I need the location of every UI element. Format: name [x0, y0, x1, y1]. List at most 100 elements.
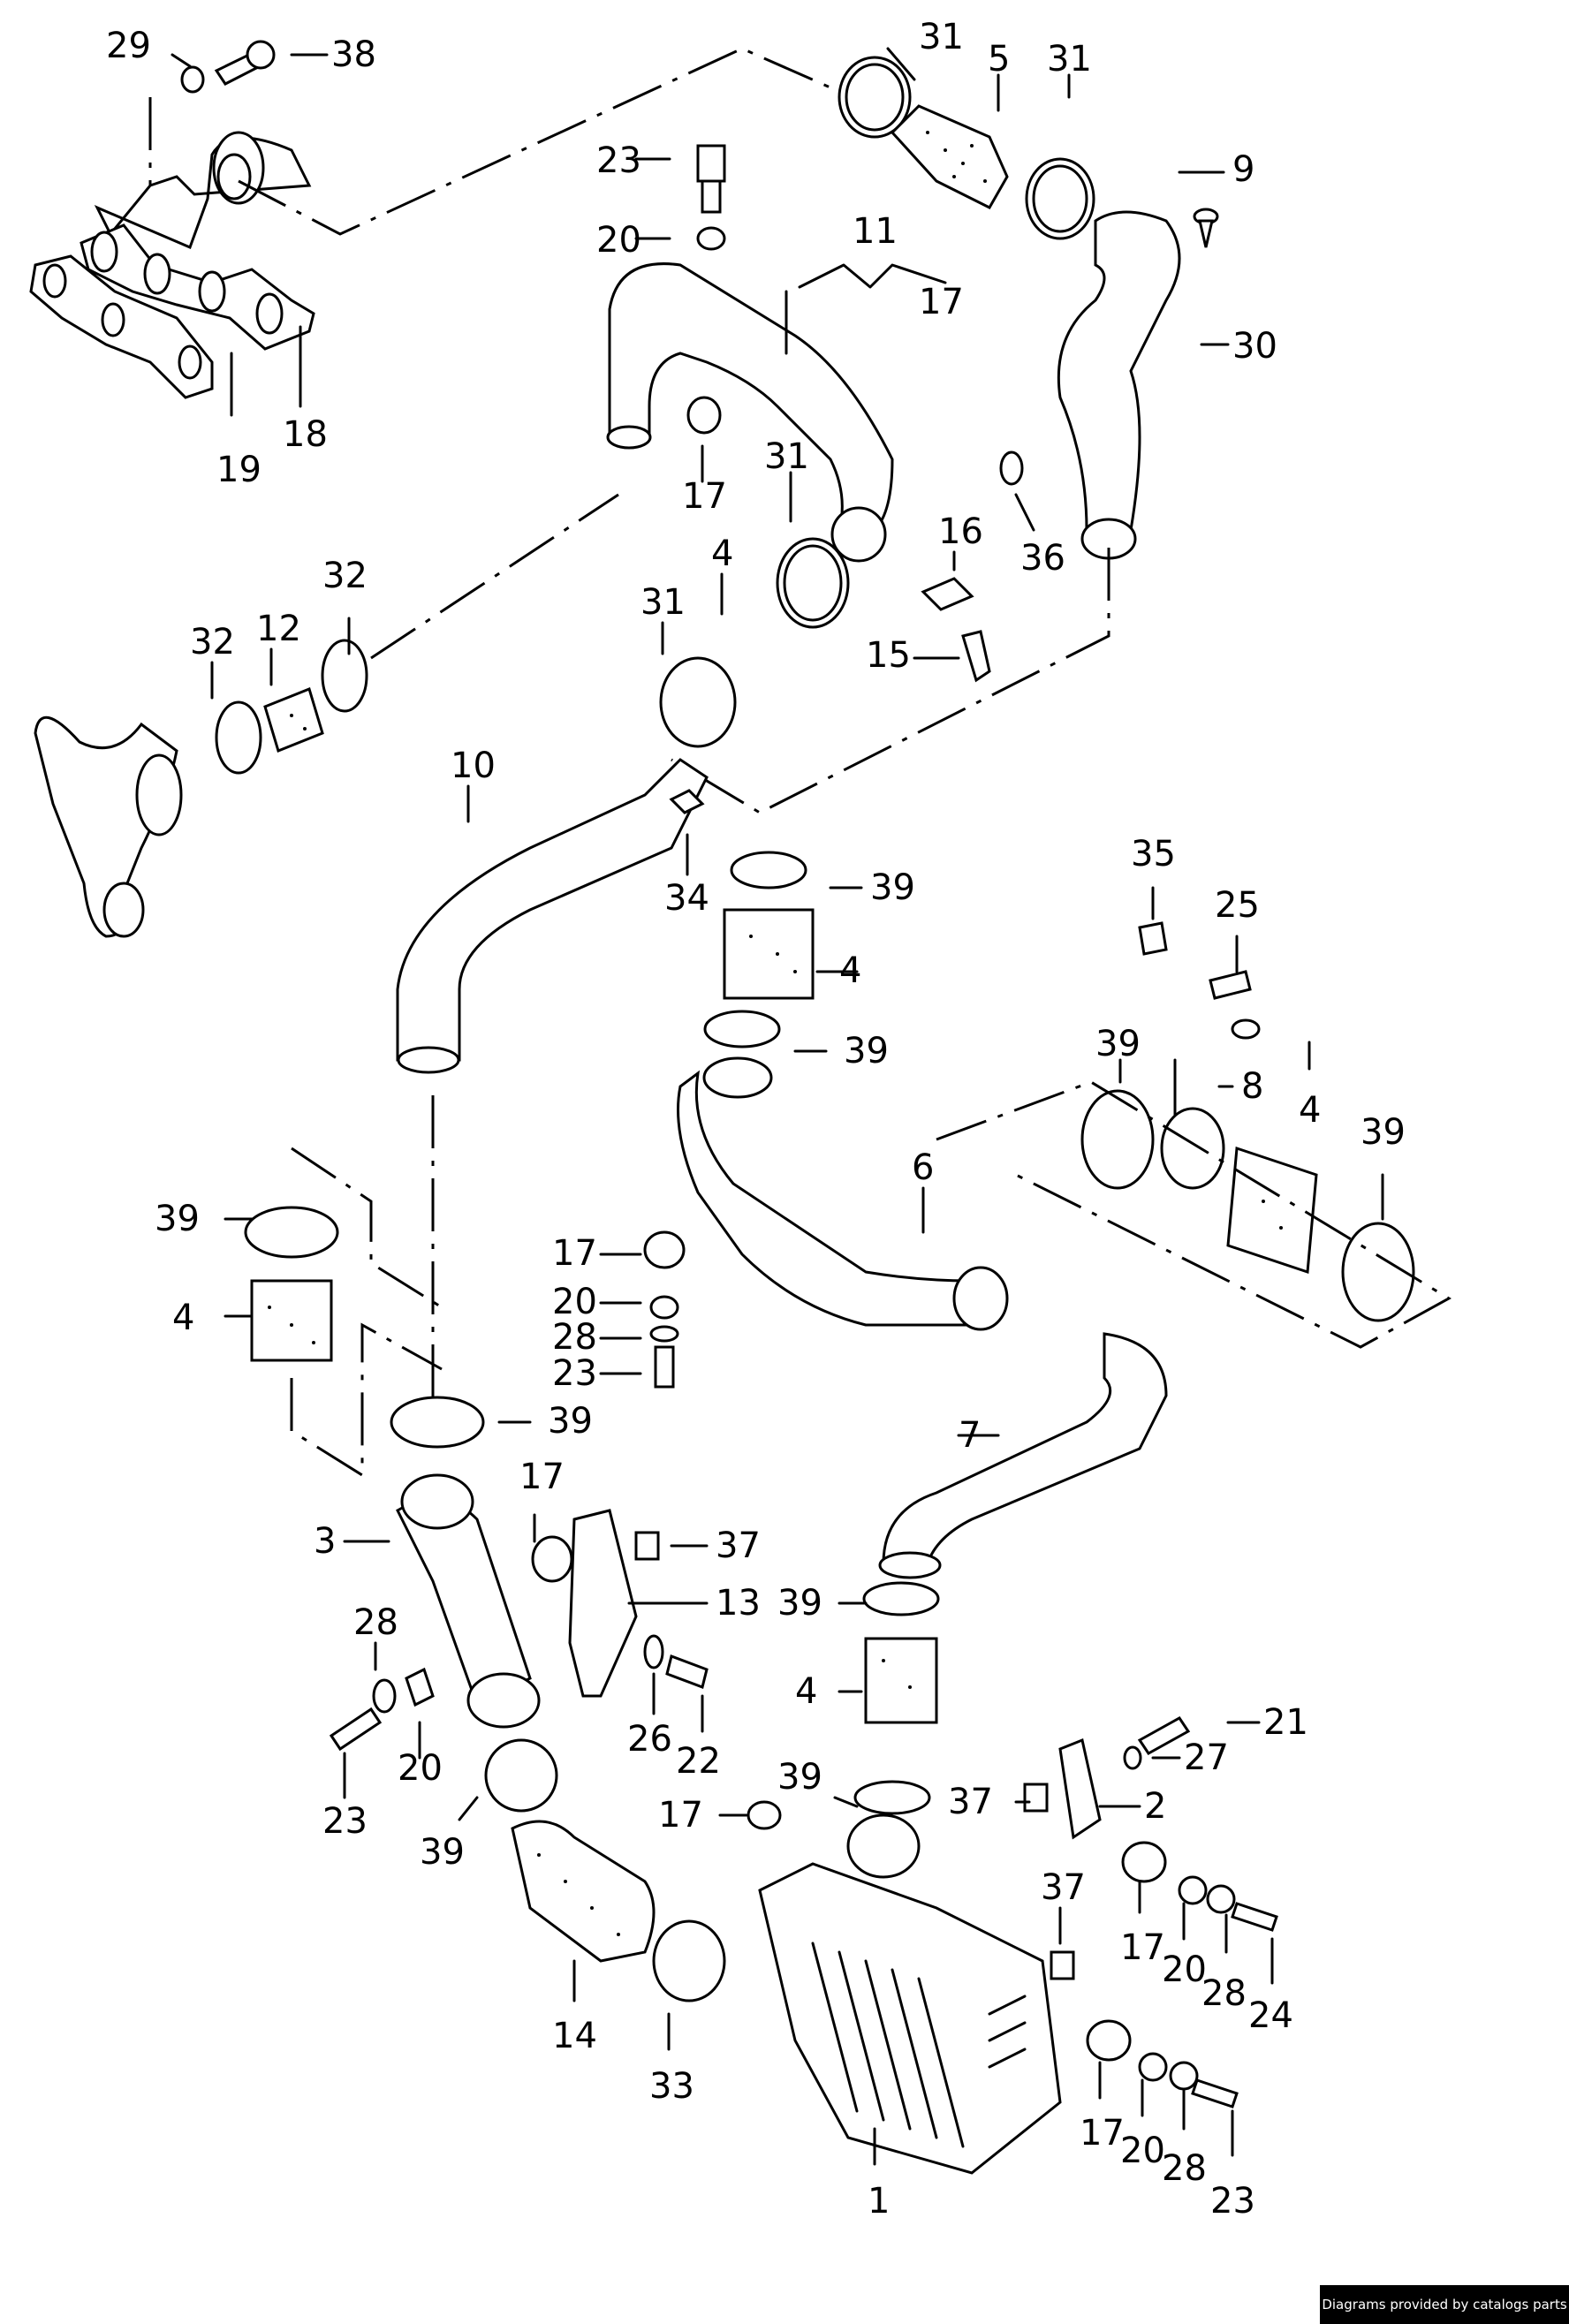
clamp-39-upper-center	[730, 851, 807, 889]
bolt-21	[1137, 1716, 1191, 1755]
bolt-23-left	[329, 1707, 383, 1752]
callout: 39	[155, 1199, 200, 1239]
clamp-39-lower-right	[853, 1780, 931, 1815]
leader-lines	[171, 47, 1384, 2166]
hose-4-pipe7	[864, 1637, 938, 1724]
clamp-32-left	[215, 700, 262, 775]
callout: 28	[1162, 2148, 1207, 2189]
bolt-23-top	[696, 144, 726, 214]
bolt-38	[214, 40, 276, 86]
fastener-stack-right-upper	[1121, 1841, 1278, 1932]
washer-29	[180, 65, 205, 94]
callout: 4	[839, 950, 861, 991]
callout: 9	[1232, 149, 1254, 190]
callout: 17	[682, 476, 727, 517]
callout: 31	[1047, 39, 1092, 79]
clip-37-mid	[1023, 1783, 1049, 1813]
washer-28-left	[372, 1678, 397, 1714]
callout: 39	[777, 1757, 822, 1798]
callout: 37	[716, 1525, 761, 1566]
callout: 39	[548, 1401, 593, 1442]
callout: 10	[451, 746, 496, 786]
sensor-16	[921, 577, 974, 611]
callout: 4	[795, 1671, 817, 1712]
callout: 30	[1232, 326, 1277, 367]
clamp-39-mid-center	[703, 1010, 781, 1048]
callout: 28	[1201, 1973, 1247, 2014]
callout: 37	[948, 1782, 993, 1822]
callout: 39	[844, 1031, 889, 1071]
callout: 38	[331, 34, 376, 75]
bracket-13	[568, 1509, 638, 1698]
callout: 4	[1299, 1090, 1321, 1131]
clip-34	[669, 789, 705, 814]
grommet-20-top	[696, 226, 726, 251]
callout: 33	[649, 2066, 694, 2107]
clamp-31-top-left	[838, 56, 912, 139]
clamp-39-pipe7	[862, 1581, 940, 1616]
callout: 20	[596, 220, 641, 261]
grommet-17-small	[747, 1800, 782, 1830]
clamp-39-left-upper	[244, 1206, 339, 1259]
callout: 39	[420, 1832, 465, 1873]
callout: 25	[1215, 885, 1260, 926]
callout: 8	[1241, 1066, 1263, 1107]
callout: 15	[866, 635, 911, 676]
callout: 31	[640, 582, 686, 623]
hose-4-upper-center	[723, 908, 815, 1000]
washer-26	[643, 1634, 664, 1669]
callout: 1	[868, 2181, 890, 2222]
callout: 24	[1248, 1995, 1293, 2036]
callout: 17	[552, 1233, 597, 1274]
clamp-31-top-right	[1025, 157, 1095, 240]
clamp-31-mid	[776, 537, 850, 629]
bracket-35	[1138, 921, 1168, 956]
callout: 31	[919, 17, 964, 57]
hose-9	[1057, 210, 1181, 560]
callout: 20	[398, 1748, 443, 1789]
callout: 34	[664, 878, 709, 919]
callout: 37	[1041, 1867, 1086, 1908]
callout: 4	[172, 1298, 194, 1338]
callout: 20	[1162, 1949, 1207, 1990]
callout: 32	[190, 622, 235, 662]
callout: 36	[1020, 538, 1065, 579]
callout: 12	[256, 609, 301, 649]
seal-36	[999, 450, 1024, 486]
callout: 23	[322, 1801, 368, 1842]
grommet-17-top	[686, 396, 722, 435]
callout: 6	[912, 1147, 934, 1188]
turbocharger	[34, 715, 183, 938]
callout: 17	[1120, 1927, 1165, 1968]
hose-4-right	[1226, 1146, 1318, 1275]
clamp-32-right	[321, 639, 368, 713]
hose-4-left	[250, 1279, 333, 1362]
callout: 7	[959, 1415, 981, 1456]
callout: 17	[519, 1457, 565, 1497]
callout: 18	[283, 414, 328, 455]
hose-11	[606, 262, 894, 563]
callout: 31	[764, 436, 809, 477]
callout: 14	[552, 2016, 597, 2056]
callout: 19	[216, 450, 262, 490]
clip-37-upper	[634, 1531, 660, 1561]
callout: 20	[1120, 2131, 1165, 2171]
fastener-stack-right-lower	[1086, 2019, 1239, 2108]
callout: 23	[1210, 2181, 1255, 2222]
hose-5	[890, 104, 1009, 209]
callout: 39	[777, 1583, 822, 1624]
bracket-8	[1160, 1018, 1261, 1190]
callout: 39	[1361, 1112, 1406, 1153]
pipe-3	[396, 1473, 541, 1729]
callout: 28	[552, 1317, 597, 1358]
callout-labels: 29 38 18 19 31 5 31 9 30 23 20 11 17 17 …	[106, 17, 1406, 2222]
bolt-22	[665, 1654, 709, 1689]
callout: 39	[1095, 1024, 1141, 1064]
hose-14	[511, 1820, 656, 1963]
clamp-31-lower	[659, 656, 737, 748]
clip-37-lower	[1050, 1950, 1075, 1980]
callout: 17	[919, 282, 964, 322]
callout: 29	[106, 26, 151, 66]
callout: 16	[938, 511, 983, 552]
